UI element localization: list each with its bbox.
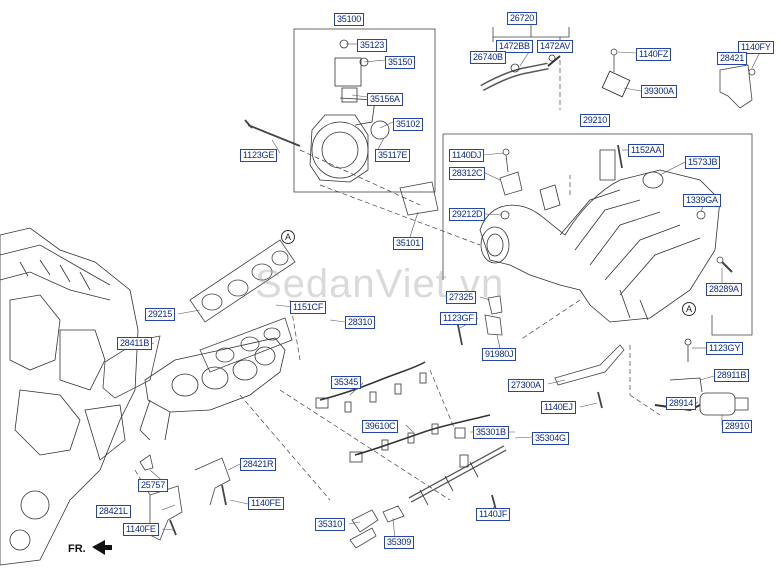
throttle-body-group-box xyxy=(293,28,436,193)
part-label-28914[interactable]: 28914 xyxy=(666,397,697,410)
part-label-25757[interactable]: 25757 xyxy=(138,479,169,492)
part-label-28910[interactable]: 28910 xyxy=(722,420,753,433)
part-label-1152aa[interactable]: 1152AA xyxy=(628,144,665,157)
hose-drawing xyxy=(480,54,561,92)
part-label-35345[interactable]: 35345 xyxy=(331,376,362,389)
fuel-rail-drawing xyxy=(408,427,507,506)
part-label-27300a[interactable]: 27300A xyxy=(508,379,544,392)
part-label-27325[interactable]: 27325 xyxy=(446,291,477,304)
part-label-1140fy[interactable]: 1140FY xyxy=(738,41,774,54)
part-label-1472bb[interactable]: 1472BB xyxy=(496,40,533,53)
part-label-91980j[interactable]: 91980J xyxy=(482,348,517,361)
part-label-28421[interactable]: 28421 xyxy=(717,52,748,65)
front-direction-arrow xyxy=(92,540,112,555)
part-label-35100[interactable]: 35100 xyxy=(334,13,365,26)
callout-a-left: A xyxy=(281,230,295,244)
part-label-1140jf[interactable]: 1140JF xyxy=(476,508,511,521)
part-label-26720[interactable]: 26720 xyxy=(507,12,538,25)
part-label-35310[interactable]: 35310 xyxy=(315,518,346,531)
part-label-1140dj[interactable]: 1140DJ xyxy=(449,149,485,162)
part-label-28310[interactable]: 28310 xyxy=(345,316,376,329)
part-label-28289a[interactable]: 28289A xyxy=(706,283,742,296)
part-label-29215[interactable]: 29215 xyxy=(145,308,176,321)
part-label-28411b[interactable]: 28411B xyxy=(117,337,153,350)
part-label-1123ge[interactable]: 1123GE xyxy=(240,149,278,162)
part-label-35123[interactable]: 35123 xyxy=(357,39,388,52)
callout-a-right: A xyxy=(682,302,696,316)
part-label-35117e[interactable]: 35117E xyxy=(375,149,411,162)
part-label-35309[interactable]: 35309 xyxy=(384,536,415,549)
front-direction-label: FR. xyxy=(68,543,86,555)
part-label-28312c[interactable]: 28312C xyxy=(449,167,486,180)
throttle-body-drawing xyxy=(309,39,390,183)
part-label-1140ej[interactable]: 1140EJ xyxy=(541,401,576,414)
intake-gasket-drawing xyxy=(189,239,296,323)
part-label-35150[interactable]: 35150 xyxy=(385,56,416,69)
part-label-1123gf[interactable]: 1123GF xyxy=(440,312,477,325)
part-label-29210[interactable]: 29210 xyxy=(580,114,611,127)
part-label-1573jb[interactable]: 1573JB xyxy=(685,156,721,169)
part-label-29212d[interactable]: 29212D xyxy=(449,208,486,221)
part-label-1140fe-right[interactable]: 1140FE xyxy=(248,497,284,510)
part-label-35102[interactable]: 35102 xyxy=(393,118,424,131)
wiring-harness-drawing xyxy=(315,361,491,463)
part-label-1123gy[interactable]: 1123GY xyxy=(706,342,744,355)
engine-block-drawing xyxy=(0,227,139,566)
intake-manifold-drawing xyxy=(479,149,721,323)
part-label-1140fz[interactable]: 1140FZ xyxy=(636,48,672,61)
part-label-26740b[interactable]: 26740B xyxy=(470,51,506,64)
part-label-1472av[interactable]: 1472AV xyxy=(537,40,574,53)
part-label-28911b[interactable]: 28911B xyxy=(714,369,750,382)
part-label-28421r[interactable]: 28421R xyxy=(240,458,277,471)
part-label-1140fe-left[interactable]: 1140FE xyxy=(123,523,159,536)
intake-manifold-group-box xyxy=(443,133,753,336)
exhaust-manifold-drawing xyxy=(139,337,286,441)
part-label-35301b[interactable]: 35301B xyxy=(473,426,509,439)
part-label-1339ga[interactable]: 1339GA xyxy=(683,194,721,207)
part-label-28421l[interactable]: 28421L xyxy=(96,505,131,518)
part-label-35156a[interactable]: 35156A xyxy=(367,93,403,106)
part-label-39300a[interactable]: 39300A xyxy=(641,85,677,98)
part-label-35101[interactable]: 35101 xyxy=(393,237,424,250)
part-label-1151cf[interactable]: 1151CF xyxy=(290,301,327,314)
part-label-35304g[interactable]: 35304G xyxy=(532,432,569,445)
part-label-39610c[interactable]: 39610C xyxy=(362,420,399,433)
